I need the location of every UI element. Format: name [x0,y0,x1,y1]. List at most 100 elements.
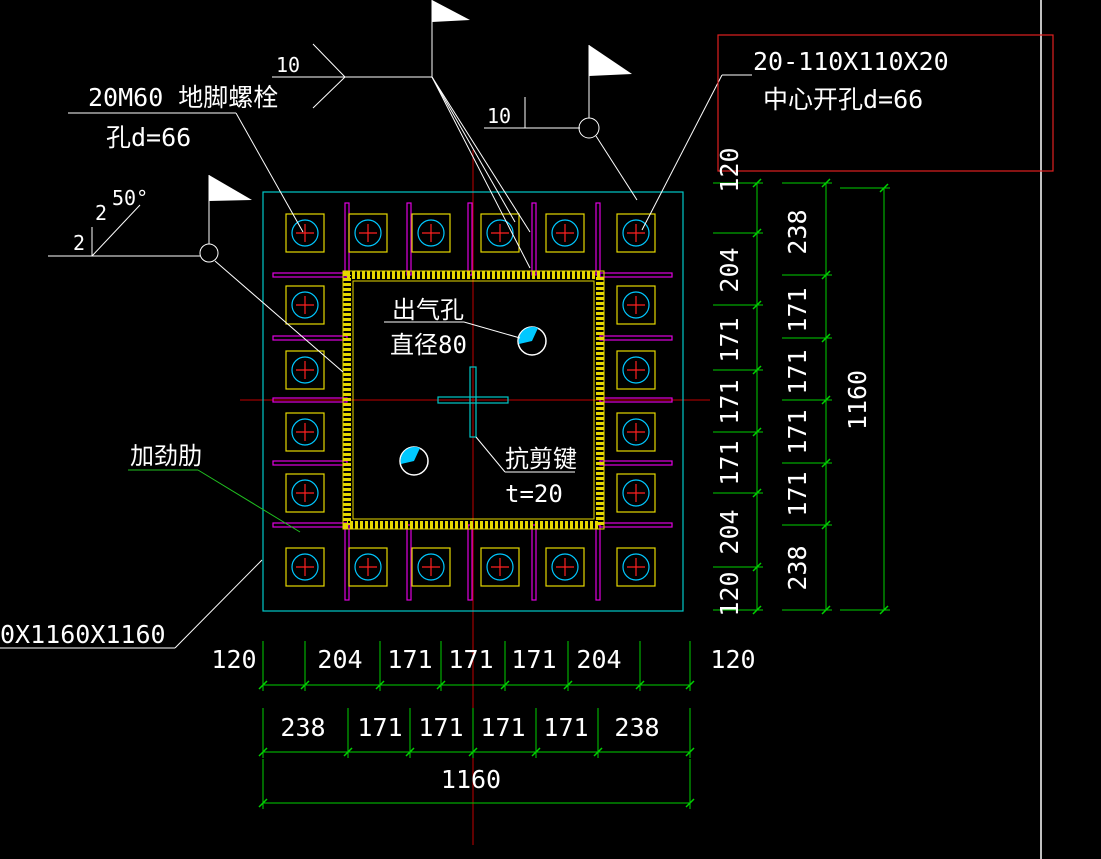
anchor-bolt[interactable] [480,213,520,253]
washer-leader [641,74,723,231]
dim-bottom-row2-tick [593,747,603,757]
anchor-bolt[interactable] [545,547,585,587]
stiffener-left [272,460,348,466]
stiffener-bottom [344,524,350,601]
washer-label-line2: 中心开孔d=66 [763,85,923,114]
washer-plate [285,547,325,587]
base-plate-outline[interactable] [262,191,684,612]
bolt-hole [622,418,650,446]
washer-plate [480,547,520,587]
dim-bottom-row2-tick [343,747,353,757]
shear-key-label-line2: t=20 [505,480,563,508]
anchor-bolt[interactable] [348,547,388,587]
washer-label-line1: 20-110X110X20 [753,47,949,76]
stiffener-leader [128,469,301,533]
anchor-bolt[interactable] [285,412,325,452]
anchor-bolt[interactable] [616,412,656,452]
stiffener-right [599,335,673,341]
washer-plate [348,547,388,587]
bolt-hole [291,291,319,319]
stiffener-bottom [531,524,537,601]
dim-right-col1-value: 204 [715,509,744,554]
dim-bottom-row1-tick [635,680,645,690]
washer-plate [616,412,656,452]
bolt-hole [622,479,650,507]
weld-flags [209,0,632,201]
weld-groove-angle: 50° [112,186,148,210]
anchor-bolt[interactable] [285,285,325,325]
anchor-bolt[interactable] [616,213,656,253]
shear-key-leader [475,436,506,473]
anchor-bolt[interactable] [480,547,520,587]
dim-bottom-row1-tick [500,680,510,690]
washer-plate [616,350,656,390]
weld2-symbol [524,97,557,129]
washer-plate [285,285,325,325]
anchor-bolt[interactable] [616,473,656,513]
anchor-bolt[interactable] [545,213,585,253]
column-hatch-outer [343,271,604,529]
weld1-symbol [312,43,346,109]
washer-plate [616,473,656,513]
washer-plate [616,213,656,253]
dim-right-col1-value: 120 [715,147,744,192]
dim-bottom-row1-tick [563,680,573,690]
dim-right-col2-tick [821,333,831,343]
shear-key-label-line1: 抗剪键 [505,445,577,473]
anchor-bolt[interactable] [616,547,656,587]
stiffener-top [595,202,601,276]
dim-right-col2-value: 238 [783,209,812,254]
dim-bottom-row2-value: 171 [357,713,402,742]
dim-right-col2-tick [821,270,831,280]
dim-right-col1-value: 171 [715,379,744,424]
stiffener-right [599,460,673,466]
stiffener-label: 加劲肋 [130,442,202,470]
weld3-field-circle [199,243,219,263]
stiffener-left [272,522,348,528]
column-box[interactable] [342,270,605,530]
anchor-bolt[interactable] [411,213,451,253]
stiffener-right [599,522,673,528]
vent-holes[interactable] [399,326,547,476]
dim-bottom-row2-tick [405,747,415,757]
dim-bottom-total-value: 1160 [441,765,501,794]
anchor-bolt-label-line1: 20M60 地脚螺栓 [88,83,278,112]
stiffener-leader-line [197,469,301,533]
dim-right-total-tick [879,183,889,193]
dim-right-col2-value: 171 [783,409,812,454]
bolt-hole [354,219,382,247]
weld1-arrow-b [431,76,531,269]
bolt-hole [291,219,319,247]
washer-plate [285,350,325,390]
washer-callout-box[interactable] [717,34,1054,172]
dim-right-col1-tick [752,488,762,498]
washer-plate [545,547,585,587]
dim-bottom-row1-value: 171 [511,645,556,674]
anchor-bolt[interactable] [616,285,656,325]
weld-top-left-size: 10 [276,53,300,77]
anchor-bolt[interactable] [411,547,451,587]
anchor-bolt[interactable] [285,547,325,587]
anchor-bolt[interactable] [285,473,325,513]
vent-leader [463,321,521,339]
dim-right-col2-tick [821,520,831,530]
dim-right-total-value: 1160 [843,370,872,430]
shear-key[interactable] [437,366,509,438]
vent-hole-2-fill [400,446,420,464]
anchor-bolt[interactable] [285,350,325,390]
anchor-bolt[interactable] [348,213,388,253]
washer-plate [616,285,656,325]
dim-bottom-row1-tick [375,680,385,690]
dim-bottom-row2-value: 171 [480,713,525,742]
anchor-bolt[interactable] [616,350,656,390]
bolt-hole [291,356,319,384]
weld3-arrow [214,260,344,373]
washer-plate [480,213,520,253]
plate-size-leader [174,559,263,649]
dim-bottom-row1-value: 171 [387,645,432,674]
washer-plate [285,412,325,452]
dim-bottom-row1-tick [436,680,446,690]
anchor-bolt[interactable] [285,213,325,253]
dim-bottom-row2-tick [258,747,268,757]
